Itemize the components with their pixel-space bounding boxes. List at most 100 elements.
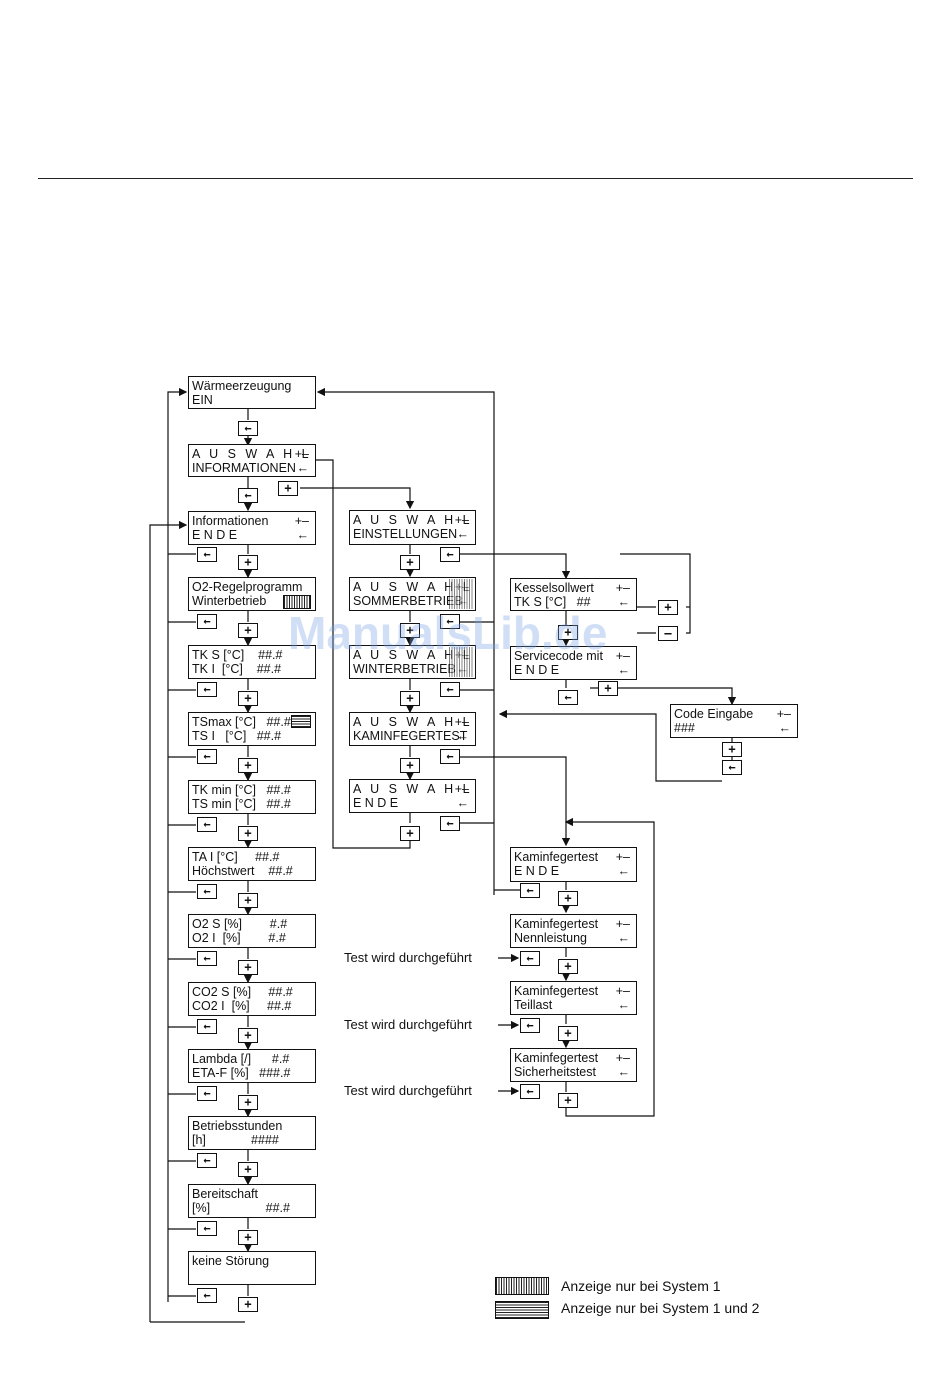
enter-key[interactable]: ← [440, 682, 460, 697]
plus-key[interactable]: + [722, 742, 742, 757]
box-line-2: TK S [°C] ## [514, 595, 591, 609]
box-line-1: O2 S [%] #.# [192, 917, 288, 931]
enter-key[interactable]: ← [440, 816, 460, 831]
box-line-1: Servicecode mit [514, 649, 603, 663]
plus-minus-hint: +– [454, 513, 469, 527]
plus-key[interactable]: + [558, 959, 578, 974]
box-line-2: Höchstwert ##.# [192, 864, 293, 878]
enter-key[interactable]: ← [440, 547, 460, 562]
box-servicecode-ende: Servicecode mit E N D E +– ← [510, 646, 637, 680]
plus-minus-hint: +– [454, 782, 469, 796]
plus-minus-hint: +– [615, 917, 630, 931]
plus-key[interactable]: + [658, 600, 678, 615]
plus-key[interactable]: + [238, 1095, 258, 1110]
box-waermeerzeugung: Wärmeerzeugung EIN [188, 376, 316, 409]
enter-hint: ← [617, 931, 631, 945]
plus-key[interactable]: + [238, 758, 258, 773]
box-line-2: ETA-F [%] ###.# [192, 1066, 291, 1080]
enter-key[interactable]: ← [197, 1153, 217, 1168]
enter-key[interactable]: ← [197, 884, 217, 899]
box-line-1: Kaminfegertest [514, 1051, 599, 1065]
legend-swatch-system1 [495, 1277, 549, 1295]
plus-key[interactable]: + [400, 758, 420, 773]
box-line-1: Informationen [192, 514, 269, 528]
plus-minus-hint: +– [294, 447, 309, 461]
box-line-1: Betriebsstunden [192, 1119, 283, 1133]
plus-key[interactable]: + [238, 555, 258, 570]
enter-key[interactable]: ← [197, 614, 217, 629]
box-line-2: [%] ##.# [192, 1201, 290, 1215]
box-line-1: A U S W A H L [192, 447, 312, 461]
enter-hint: ← [617, 663, 631, 677]
plus-key[interactable]: + [558, 891, 578, 906]
enter-key[interactable]: ← [440, 749, 460, 764]
plus-minus-hint: +– [454, 715, 469, 729]
box-o2-regelprogramm: O2-Regelprogramm Winterbetrieb [188, 577, 316, 611]
box-auswahl-ende: A U S W A H L E N D E +– ← [349, 779, 476, 813]
plus-key[interactable]: + [278, 481, 298, 496]
box-line-2: EIN [192, 393, 213, 407]
plus-minus-hint: +– [615, 850, 630, 864]
plus-key[interactable]: + [238, 1162, 258, 1177]
plus-key[interactable]: + [238, 691, 258, 706]
plus-key[interactable]: + [400, 555, 420, 570]
plus-key[interactable]: + [400, 691, 420, 706]
box-line-1: TK min [°C] ##.# [192, 783, 291, 797]
enter-key[interactable]: ← [197, 749, 217, 764]
plus-key[interactable]: + [238, 1230, 258, 1245]
box-keine-stoerung: keine Störung [188, 1251, 316, 1285]
enter-hint: ← [617, 998, 631, 1012]
box-line-2: ### [674, 721, 695, 735]
enter-key[interactable]: ← [197, 1288, 217, 1303]
enter-key[interactable]: ← [238, 421, 258, 436]
enter-key[interactable]: ← [197, 1086, 217, 1101]
plus-key[interactable]: + [558, 1093, 578, 1108]
enter-key[interactable]: ← [520, 883, 540, 898]
box-ta-hoechstwert: TA I [°C] ##.# Höchstwert ##.# [188, 847, 316, 881]
enter-key[interactable]: ← [197, 817, 217, 832]
system1-marker [449, 579, 473, 609]
box-line-1: A U S W A H L [353, 782, 473, 796]
plus-key[interactable]: + [238, 960, 258, 975]
enter-key[interactable]: ← [238, 488, 258, 503]
box-auswahl-sommerbetrieb: A U S W A H L SOMMERBETRIEB +– ← [349, 577, 476, 611]
enter-key[interactable]: ← [197, 1221, 217, 1236]
enter-hint: ← [617, 864, 631, 878]
enter-key[interactable]: ← [197, 682, 217, 697]
box-line-2: KAMINFEGERTEST [353, 729, 468, 743]
box-line-2: Winterbetrieb [192, 594, 267, 608]
enter-key[interactable]: ← [197, 1019, 217, 1034]
box-line-2: CO2 I [%] ##.# [192, 999, 292, 1013]
enter-key[interactable]: ← [558, 690, 578, 705]
box-lambda: Lambda [/] #.# ETA-F [%] ###.# [188, 1049, 316, 1083]
box-line-2: O2 I [%] #.# [192, 931, 286, 945]
legend-label-system1: Anzeige nur bei System 1 [561, 1278, 721, 1294]
box-auswahl-einstellungen: A U S W A H L EINSTELLUNGEN +– ← [349, 510, 476, 545]
plus-key[interactable]: + [238, 826, 258, 841]
plus-key[interactable]: + [238, 1297, 258, 1312]
enter-key[interactable]: ← [520, 1084, 540, 1099]
box-code-eingabe: Code Eingabe ### +– ← [670, 704, 798, 738]
enter-key[interactable]: ← [722, 760, 742, 775]
plus-key[interactable]: + [238, 893, 258, 908]
box-line-1: Lambda [/] #.# [192, 1052, 290, 1066]
plus-minus-hint: +– [294, 514, 309, 528]
plus-key[interactable]: + [400, 826, 420, 841]
plus-key[interactable]: + [598, 681, 618, 696]
minus-key[interactable]: – [658, 626, 678, 641]
enter-key[interactable]: ← [440, 614, 460, 629]
enter-key[interactable]: ← [197, 951, 217, 966]
enter-key[interactable]: ← [520, 1018, 540, 1033]
plus-key[interactable]: + [558, 1026, 578, 1041]
enter-key[interactable]: ← [197, 547, 217, 562]
system1-marker [449, 647, 473, 677]
plus-key[interactable]: + [400, 623, 420, 638]
plus-key[interactable]: + [558, 625, 578, 640]
enter-key[interactable]: ← [520, 951, 540, 966]
plus-key[interactable]: + [238, 1028, 258, 1043]
plus-key[interactable]: + [238, 623, 258, 638]
box-line-2: TS I [°C] ##.# [192, 729, 282, 743]
box-line-1: A U S W A H L [353, 715, 473, 729]
legend-swatch-system12 [495, 1301, 549, 1319]
box-line-1: Kaminfegertest [514, 917, 599, 931]
